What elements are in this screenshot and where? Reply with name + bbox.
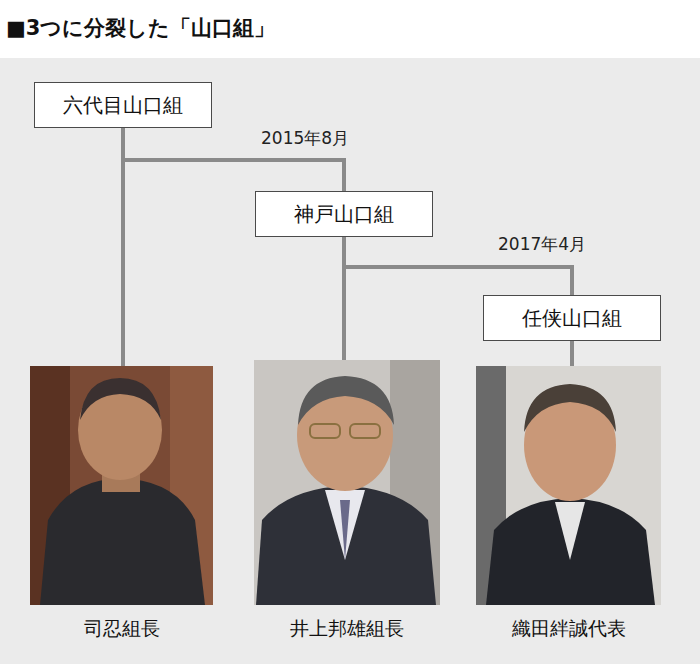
split-connector	[570, 341, 574, 366]
group-name: 神戸山口組	[294, 201, 394, 228]
group-box: 六代目山口組	[34, 82, 212, 128]
chart-title: ■3つに分裂した「山口組」	[6, 14, 275, 42]
person-name: 井上邦雄組長	[290, 616, 404, 642]
person-name: 司忍組長	[84, 616, 160, 642]
portrait-photo	[254, 360, 440, 605]
portrait-photo	[476, 366, 661, 605]
portrait-node: 司忍組長	[30, 366, 213, 648]
portrait-node: 井上邦雄組長	[254, 360, 440, 648]
group-name: 任侠山口組	[522, 305, 622, 332]
split-date: 2017年4月	[495, 233, 589, 256]
group-box: 神戸山口組	[255, 191, 433, 237]
group-box: 任侠山口組	[483, 295, 661, 341]
portrait-node: 織田絆誠代表	[476, 366, 661, 648]
split-date: 2015年8月	[258, 127, 352, 150]
split-connector	[121, 128, 125, 366]
portrait-photo	[30, 366, 213, 605]
split-connector	[342, 237, 346, 360]
person-name: 織田絆誠代表	[512, 616, 626, 642]
group-name: 六代目山口組	[63, 92, 183, 119]
